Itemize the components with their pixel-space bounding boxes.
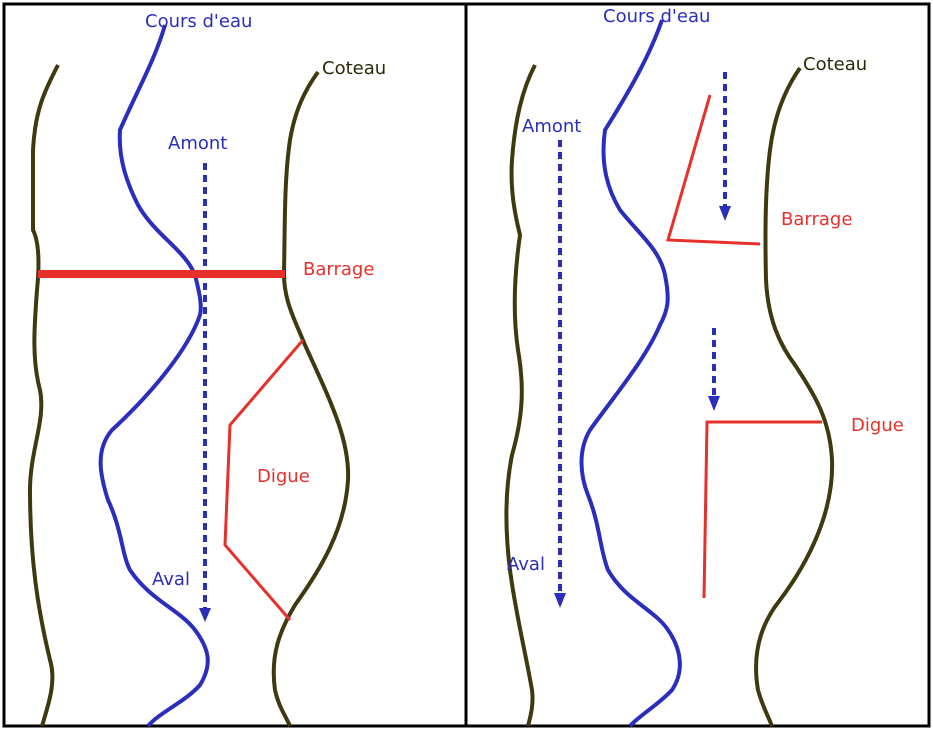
- right-panel-aval-label: Aval: [507, 554, 545, 575]
- right-panel-river-label: Cours d'eau: [603, 6, 710, 27]
- left-panel-left-bank: [27, 64, 60, 727]
- right-panel-river: [579, 19, 682, 728]
- left-panel-coteau-label: Coteau: [322, 58, 386, 79]
- left-panel-coteau-line: [271, 70, 351, 727]
- right-panel-left-bank: [504, 64, 537, 727]
- left-panel-digue-label: Digue: [257, 466, 310, 487]
- right-panel-digue-label: Digue: [851, 415, 904, 436]
- left-panel-dike: [223, 339, 305, 621]
- left-panel-amont-label: Amont: [168, 133, 227, 154]
- right-panel-lower-arrowhead: [708, 396, 720, 411]
- right-panel-upper-arrowhead: [719, 206, 731, 221]
- right-panel-dike: [702, 420, 822, 599]
- right-panel-coteau-label: Coteau: [803, 54, 867, 75]
- right-panel-amont-label: Amont: [522, 116, 581, 137]
- left-panel-river-label: Cours d'eau: [145, 11, 252, 32]
- left-panel: Cours d'eau Coteau Amont Barrage Digue A…: [27, 11, 386, 728]
- left-panel-aval-label: Aval: [152, 569, 190, 590]
- right-panel: Cours d'eau Coteau Amont Barrage Digue A…: [504, 6, 904, 728]
- right-panel-flow-arrowhead: [554, 593, 566, 608]
- right-panel-coteau-line: [754, 66, 835, 727]
- right-panel-dam: [666, 94, 761, 246]
- left-panel-barrage-label: Barrage: [303, 259, 374, 280]
- left-panel-river: [98, 24, 210, 728]
- left-panel-flow-arrowhead: [199, 608, 211, 622]
- right-panel-barrage-label: Barrage: [781, 209, 852, 230]
